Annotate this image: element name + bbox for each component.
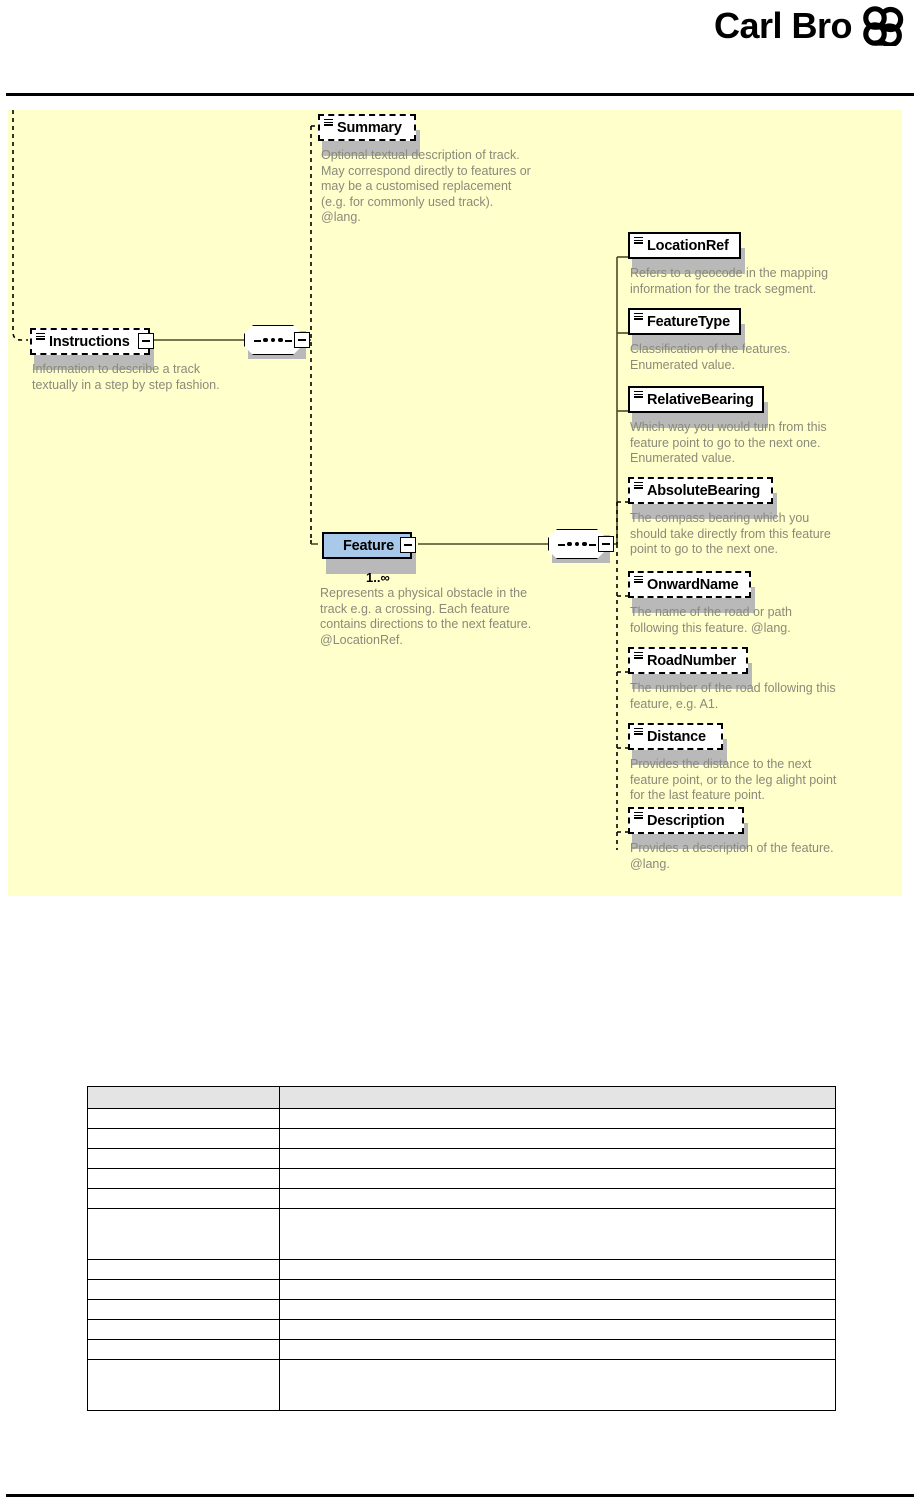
table-row	[87, 1339, 836, 1360]
table-row	[87, 1128, 836, 1149]
table-cell	[279, 1279, 836, 1300]
carl-bro-infinity-logo-icon	[860, 6, 906, 48]
table-row	[87, 1279, 836, 1300]
table-cell	[279, 1148, 836, 1169]
node-roadnumber[interactable]: RoadNumber	[628, 647, 748, 674]
table-cell	[87, 1279, 280, 1300]
header-divider	[6, 93, 914, 96]
roadnumber-annotation: The number of the road following this fe…	[630, 681, 836, 711]
table-cell	[279, 1339, 836, 1360]
table-row	[87, 1188, 836, 1209]
node-summary[interactable]: Summary	[318, 114, 416, 141]
table-cell	[87, 1108, 280, 1129]
table-cell	[279, 1299, 836, 1320]
node-absolutebearing-label: AbsoluteBearing	[647, 482, 761, 499]
table-row	[87, 1259, 836, 1280]
node-feature-label: Feature	[343, 537, 394, 554]
distance-annotation: Provides the distance to the next featur…	[630, 757, 837, 802]
node-featuretype[interactable]: FeatureType	[628, 308, 741, 335]
brand-logo: Carl Bro	[713, 5, 906, 48]
table-cell	[87, 1188, 280, 1209]
absolutebearing-annotation: The compass bearing which you should tak…	[630, 511, 831, 556]
element-glyph-icon	[634, 812, 643, 819]
table-cell	[87, 1208, 280, 1260]
table-body	[87, 1108, 836, 1411]
node-description[interactable]: Description	[628, 807, 744, 834]
table-row	[87, 1208, 836, 1260]
element-glyph-icon	[634, 313, 643, 320]
table-cell	[279, 1168, 836, 1189]
node-relativebearing[interactable]: RelativeBearing	[628, 386, 764, 413]
table-cell	[279, 1108, 836, 1129]
sequence-compositor-left[interactable]	[244, 325, 302, 355]
details-table	[87, 1086, 836, 1411]
feature-annotation: Represents a physical obstacle in the tr…	[320, 586, 532, 647]
feature-collapse-handle[interactable]	[400, 537, 416, 553]
node-instructions[interactable]: Instructions	[30, 328, 150, 355]
table-cell	[279, 1259, 836, 1280]
sequence-compositor-right[interactable]	[548, 529, 606, 559]
table-cell	[279, 1319, 836, 1340]
element-glyph-icon	[634, 728, 643, 735]
element-glyph-icon	[634, 482, 643, 489]
table-cell	[279, 1128, 836, 1149]
table-cell	[87, 1339, 280, 1360]
footer-divider	[6, 1494, 914, 1497]
node-onwardname-label: OnwardName	[647, 576, 739, 593]
instructions-collapse-handle[interactable]	[138, 333, 154, 349]
schema-diagram: Instructions Information to describe a t…	[8, 110, 902, 896]
node-distance[interactable]: Distance	[628, 723, 723, 750]
table-cell	[87, 1128, 280, 1149]
description-annotation: Provides a description of the feature. @…	[630, 841, 834, 871]
table-cell	[87, 1259, 280, 1280]
table-header-cell-1	[279, 1086, 836, 1109]
element-glyph-icon	[36, 333, 45, 340]
node-onwardname[interactable]: OnwardName	[628, 571, 751, 598]
node-instructions-label: Instructions	[49, 333, 130, 350]
table-cell	[279, 1188, 836, 1209]
table-cell	[279, 1359, 836, 1411]
element-glyph-icon	[324, 119, 333, 126]
sequence-left-collapse-handle[interactable]	[294, 332, 310, 348]
feature-cardinality: 1..∞	[366, 570, 390, 585]
table-header-cell-0	[87, 1086, 280, 1109]
element-glyph-icon	[634, 652, 643, 659]
table-row	[87, 1168, 836, 1189]
node-roadnumber-label: RoadNumber	[647, 652, 737, 669]
node-description-label: Description	[647, 812, 725, 829]
element-glyph-icon	[634, 391, 643, 398]
table-row	[87, 1359, 836, 1411]
table-cell	[279, 1208, 836, 1260]
node-relativebearing-label: RelativeBearing	[647, 391, 754, 408]
instructions-annotation: Information to describe a track textuall…	[32, 362, 220, 392]
node-summary-label: Summary	[337, 119, 402, 136]
brand-name: Carl Bro	[713, 5, 853, 46]
table-row	[87, 1299, 836, 1320]
element-glyph-icon	[634, 576, 643, 583]
node-featuretype-label: FeatureType	[647, 313, 730, 330]
table-cell	[87, 1148, 280, 1169]
table-cell	[87, 1168, 280, 1189]
featuretype-annotation: Classification of the features. Enumerat…	[630, 342, 791, 372]
onwardname-annotation: The name of the road or path following t…	[630, 605, 792, 635]
relativebearing-annotation: Which way you would turn from this featu…	[630, 420, 827, 465]
table-cell	[87, 1299, 280, 1320]
summary-annotation: Optional textual description of track. M…	[321, 148, 531, 224]
element-glyph-icon	[634, 237, 643, 244]
table-row	[87, 1319, 836, 1340]
table-cell	[87, 1319, 280, 1340]
node-locationref-label: LocationRef	[647, 237, 729, 254]
node-distance-label: Distance	[647, 728, 706, 745]
node-locationref[interactable]: LocationRef	[628, 232, 741, 259]
table-cell	[87, 1359, 280, 1411]
locationref-annotation: Refers to a geocode in the mapping infor…	[630, 266, 829, 296]
table-row	[87, 1148, 836, 1169]
node-absolutebearing[interactable]: AbsoluteBearing	[628, 477, 773, 504]
table-row	[87, 1108, 836, 1129]
node-feature[interactable]: Feature	[322, 532, 412, 559]
diagram-connectors	[12, 110, 628, 850]
sequence-right-collapse-handle[interactable]	[598, 536, 614, 552]
table-header-row	[87, 1086, 836, 1109]
